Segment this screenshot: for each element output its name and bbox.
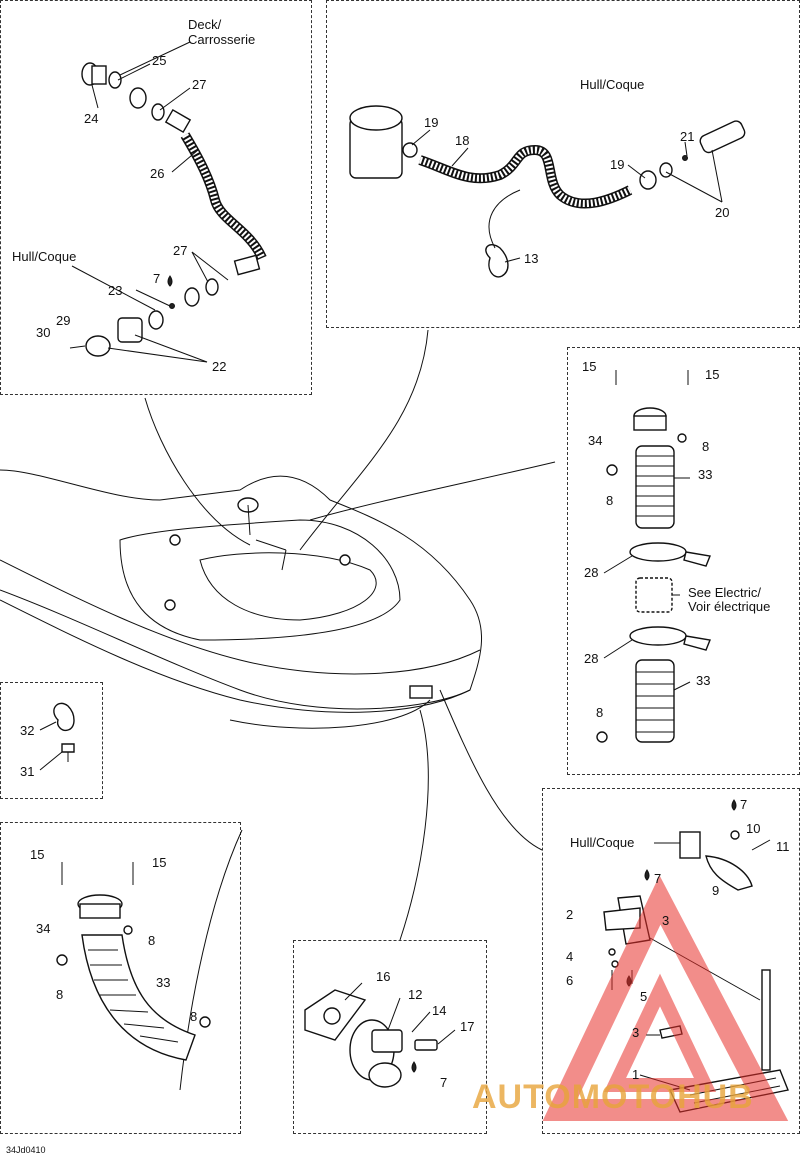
part-label-18: 18	[455, 133, 470, 148]
part-label-13: 13	[524, 251, 539, 266]
watermark-text-part1: AUTOMOTO	[472, 1078, 678, 1116]
part-label-11: 11	[776, 839, 790, 854]
clip-assembly	[39, 702, 75, 771]
part-label-7-d: 7	[654, 871, 662, 886]
part-label-6: 6	[566, 973, 574, 988]
watermark-text-part2: HUB	[677, 1078, 754, 1116]
part-label-1: 1	[632, 1067, 640, 1082]
part-label-23: 23	[108, 283, 123, 298]
part-label-27-b: 27	[173, 243, 188, 258]
left-vent-duct-assembly	[56, 862, 211, 1061]
part-label-5: 5	[640, 989, 648, 1004]
part-label-10: 10	[746, 821, 761, 836]
part-label-33-b: 33	[696, 673, 711, 688]
part-label-9: 9	[712, 883, 720, 898]
label-deck: Deck/	[188, 17, 222, 32]
part-label-17: 17	[460, 1019, 475, 1034]
label-carrosserie: Carrosserie	[188, 32, 256, 47]
part-label-12: 12	[408, 987, 423, 1002]
label-see-electric: See Electric/	[688, 585, 761, 600]
watercraft-body	[0, 329, 556, 1091]
part-label-15-b: 15	[705, 367, 720, 382]
part-label-28-a: 28	[584, 565, 599, 580]
watermark-logo	[542, 875, 789, 1121]
part-label-8-a: 8	[702, 439, 710, 454]
part-label-2: 2	[566, 907, 574, 922]
part-label-4: 4	[566, 949, 574, 964]
part-label-27: 27	[192, 77, 207, 92]
watermark-text: AUTOMOTOHUB	[472, 1080, 754, 1114]
part-label-33-c: 33	[156, 975, 171, 990]
part-label-34-b: 34	[36, 921, 51, 936]
part-label-20: 20	[715, 205, 730, 220]
label-hull-coque-1: Hull/Coque	[12, 249, 77, 264]
part-label-15-c: 15	[30, 847, 45, 862]
label-hull-coque-3: Hull/Coque	[570, 835, 635, 850]
part-label-7-a: 7	[153, 271, 161, 286]
part-label-24: 24	[84, 111, 99, 126]
part-label-15-d: 15	[152, 855, 167, 870]
hull-bilge-assembly	[349, 105, 746, 278]
part-label-30: 30	[36, 325, 51, 340]
part-label-19-a: 19	[424, 115, 439, 130]
label-hull-coque-2: Hull/Coque	[580, 77, 645, 92]
part-label-8-f: 8	[190, 1009, 198, 1024]
part-label-3-a: 3	[662, 913, 670, 928]
panel-drain-plug	[293, 940, 487, 1134]
part-label-31: 31	[20, 764, 35, 779]
diagram-id: 34Jd0410	[6, 1145, 46, 1155]
part-label-32: 32	[20, 723, 35, 738]
part-label-7-b: 7	[440, 1075, 448, 1090]
part-label-15-a: 15	[582, 359, 597, 374]
part-label-7-c: 7	[740, 797, 748, 812]
part-label-25: 25	[152, 53, 167, 68]
label-voir-electrique: Voir électrique	[688, 599, 771, 614]
part-label-8-d: 8	[148, 933, 156, 948]
part-label-8-c: 8	[596, 705, 604, 720]
panel-deck-vent	[0, 0, 312, 395]
panel-vent-duct-left	[0, 822, 241, 1134]
part-label-26: 26	[150, 166, 165, 181]
part-label-34-a: 34	[588, 433, 603, 448]
right-vent-duct-assembly	[596, 370, 711, 743]
part-label-29: 29	[56, 313, 71, 328]
part-label-28-b: 28	[584, 651, 599, 666]
deck-vent-assembly	[69, 41, 267, 363]
part-label-19-b: 19	[610, 157, 625, 172]
panel-clip	[0, 682, 103, 799]
part-label-16: 16	[376, 969, 391, 984]
part-label-3-b: 3	[632, 1025, 640, 1040]
part-label-22: 22	[212, 359, 227, 374]
part-label-8-b: 8	[606, 493, 614, 508]
part-label-33-a: 33	[698, 467, 713, 482]
drain-plug-assembly	[304, 982, 456, 1088]
part-label-8-e: 8	[56, 987, 64, 1002]
part-label-21: 21	[680, 129, 695, 144]
part-label-14: 14	[432, 1003, 447, 1018]
